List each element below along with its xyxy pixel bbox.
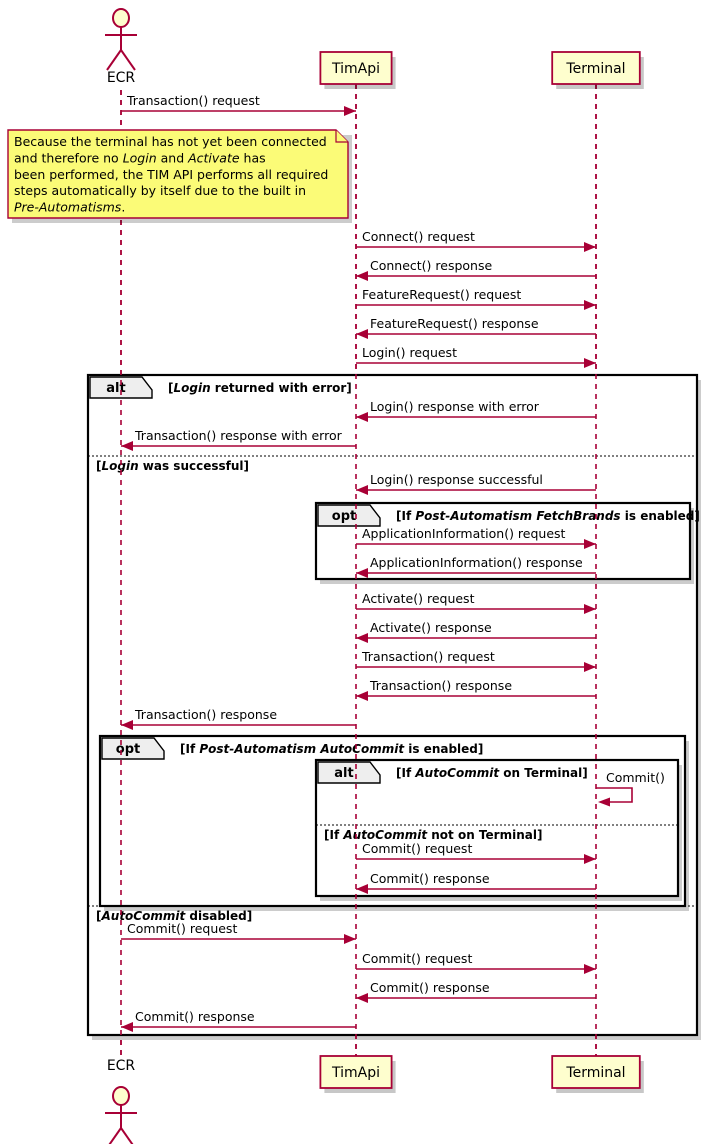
- participant-timapi-bottom[interactable]: TimApi: [319, 1055, 396, 1093]
- message-m10: ApplicationInformation() request: [356, 526, 596, 549]
- message-m8: Transaction() response with error: [121, 428, 356, 451]
- message-m4: FeatureRequest() request: [356, 287, 596, 310]
- message-m12: Activate() request: [356, 591, 596, 614]
- lifelines: [120, 84, 597, 1056]
- message-label: Connect() request: [362, 229, 475, 244]
- fragment-alt-login: alt [Login returned with error] [Login was…: [86, 373, 701, 1040]
- participant-label: Terminal: [565, 1065, 625, 1081]
- message-label: Transaction() response with error: [134, 428, 343, 443]
- message-m17: Commit(): [596, 770, 665, 807]
- fragment-operator: alt: [106, 381, 125, 396]
- message-label: Commit() request: [362, 951, 472, 966]
- message-label: Transaction() request: [361, 649, 495, 664]
- participant-label: ECR: [107, 70, 136, 86]
- note-line: been performed, the TIM API performs all…: [14, 167, 328, 182]
- message-m3: Connect() response: [356, 258, 596, 281]
- fragment-condition: [If AutoCommit on Terminal]: [396, 766, 588, 780]
- message-m13: Activate() response: [356, 620, 596, 643]
- note-line: Pre-Automatisms.: [14, 200, 125, 215]
- note-pre-automatisms: Because the terminal has not yet been co…: [7, 129, 352, 223]
- fragment-opt-fetchbrands: opt [If Post-Automatism FetchBrands is en…: [314, 501, 700, 584]
- message-label: FeatureRequest() request: [362, 287, 521, 302]
- message-m19: Commit() response: [356, 871, 596, 894]
- message-label: Activate() request: [362, 591, 475, 606]
- message-m23: Commit() response: [121, 1009, 356, 1032]
- note-line: Because the terminal has not yet been co…: [14, 134, 327, 149]
- message-m1: Transaction() request: [121, 93, 356, 116]
- message-label: Commit() request: [362, 841, 472, 856]
- note-line: and therefore no Login and Activate has: [14, 150, 266, 165]
- message-label: Commit() response: [370, 871, 490, 886]
- fragment-operator: alt: [334, 766, 353, 781]
- combined-fragments: alt [Login returned with error] [Login was…: [86, 373, 701, 1040]
- fragment-condition: [If Post-Automatism FetchBrands is enabl…: [396, 509, 700, 523]
- message-label: Transaction() response: [134, 707, 277, 722]
- note-line: steps automatically by itself due to the…: [14, 183, 306, 198]
- participant-terminal-top[interactable]: Terminal: [551, 51, 644, 89]
- participant-label: TimApi: [331, 61, 380, 77]
- message-m7: Login() response with error: [356, 399, 596, 422]
- message-m2: Connect() request: [356, 229, 596, 252]
- message-label: Commit() response: [370, 980, 490, 995]
- message-label: Transaction() request: [126, 93, 260, 108]
- message-label: Commit(): [606, 770, 665, 785]
- message-label: Login() response with error: [370, 399, 540, 414]
- message-label: ApplicationInformation() request: [362, 526, 566, 541]
- fragment-condition: [If Post-Automatism AutoCommit is enable…: [180, 742, 483, 756]
- participant-ecr-top[interactable]: ECR: [105, 8, 137, 86]
- participant-label: ECR: [107, 1058, 136, 1074]
- message-m6: Login() request: [356, 345, 596, 368]
- message-label: Login() response successful: [370, 472, 543, 487]
- fragment-divider-condition: [AutoCommit disabled]: [96, 909, 252, 923]
- message-label: Commit() response: [135, 1009, 255, 1024]
- participant-label: TimApi: [331, 1065, 380, 1081]
- message-m16: Transaction() response: [121, 707, 356, 730]
- message-m11: ApplicationInformation() response: [356, 555, 596, 578]
- participant-label: Terminal: [565, 61, 625, 77]
- message-label: Transaction() response: [369, 678, 512, 693]
- message-m5: FeatureRequest() response: [356, 316, 596, 339]
- participant-terminal-bottom[interactable]: Terminal: [551, 1055, 644, 1093]
- message-m15: Transaction() response: [356, 678, 596, 701]
- message-label: ApplicationInformation() response: [370, 555, 583, 570]
- fragment-divider-condition: [Login was successful]: [96, 459, 249, 473]
- message-m18: Commit() request: [356, 841, 596, 864]
- message-m22: Commit() response: [356, 980, 596, 1003]
- fragment-alt-autocommit-terminal: alt [If AutoCommit on Terminal] [If AutoCo…: [314, 758, 682, 901]
- message-label: Commit() request: [127, 921, 237, 936]
- fragment-operator: opt: [332, 509, 356, 524]
- message-m14: Transaction() request: [356, 649, 596, 672]
- fragment-operator: opt: [116, 742, 140, 757]
- message-m9: Login() response successful: [356, 472, 596, 495]
- message-label: FeatureRequest() response: [370, 316, 539, 331]
- participant-ecr-bottom[interactable]: ECR: [105, 1058, 137, 1144]
- participant-timapi-top[interactable]: TimApi: [319, 51, 396, 89]
- message-m21: Commit() request: [356, 951, 596, 974]
- message-label: Activate() response: [370, 620, 492, 635]
- message-label: Connect() response: [370, 258, 492, 273]
- fragment-condition: [Login returned with error]: [168, 381, 352, 395]
- message-label: Login() request: [362, 345, 457, 360]
- message-m20: Commit() request: [121, 921, 356, 944]
- fragment-divider-condition: [If AutoCommit not on Terminal]: [324, 828, 542, 842]
